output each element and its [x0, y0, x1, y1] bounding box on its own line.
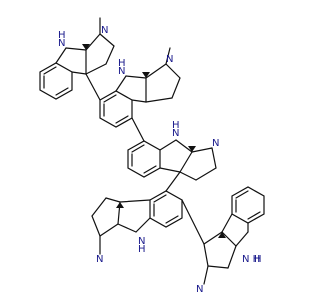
n-label-d: N: [96, 254, 103, 265]
bond: [91, 215, 101, 237]
bond: [115, 75, 127, 92]
bond: [105, 45, 115, 65]
unit-e: N H H N: [181, 186, 265, 295]
bond: [105, 197, 121, 203]
aromatic-bond: [143, 165, 157, 174]
bond: [85, 63, 107, 75]
stereo-wedge: [82, 44, 90, 50]
n-label-e: N: [196, 284, 203, 295]
structure-diagram: N H N N H N N H: [39, 17, 265, 295]
aromatic-bond: [165, 215, 179, 224]
aromatic-bond: [55, 87, 69, 96]
bond: [85, 33, 101, 51]
bond: [159, 167, 181, 173]
bond: [165, 63, 181, 79]
stereo-wedge: [142, 72, 150, 78]
aromatic-bond: [131, 144, 145, 153]
bond: [179, 151, 193, 173]
n-label-c: N: [212, 138, 219, 149]
h-label-b: H: [118, 58, 126, 69]
nh-label-d: N: [138, 236, 145, 247]
aromatic-bond: [115, 115, 129, 124]
bond: [145, 97, 173, 103]
aromatic-bond: [103, 94, 117, 103]
aromatic-bond: [247, 211, 261, 220]
bond: [91, 197, 107, 217]
nh-label-a: N: [58, 38, 65, 49]
bond: [171, 77, 181, 99]
bond: [145, 63, 167, 79]
linkage-bond: [131, 117, 145, 142]
bond: [207, 265, 229, 269]
bond: [65, 47, 87, 51]
bond: [175, 139, 193, 153]
nh-label-e: N H: [242, 254, 260, 265]
bond: [71, 71, 87, 75]
linkage-bond: [181, 199, 205, 245]
h-label-d: H: [138, 244, 146, 255]
unit-c: N H N: [127, 117, 219, 181]
bond: [221, 213, 233, 233]
linkage-bond: [165, 171, 181, 192]
benzene-ring-c: [127, 140, 161, 178]
benzene-ring-d: [149, 190, 183, 228]
bond: [191, 147, 213, 153]
benzene-ring-b: [99, 90, 133, 128]
unit-b: N H N: [85, 47, 181, 128]
bond: [99, 33, 115, 47]
bond: [211, 147, 217, 169]
h-label-e: H: [254, 254, 262, 265]
bond: [221, 231, 237, 247]
n-label-b: N: [166, 54, 173, 65]
bond: [227, 245, 237, 269]
h-label-a: H: [58, 30, 66, 41]
nh-label-b: N: [118, 66, 125, 77]
nh-label-c: N: [172, 128, 179, 139]
bond: [159, 139, 177, 151]
unit-d: N H N: [91, 171, 183, 265]
benzene-ring-e: [231, 186, 265, 224]
methyl-bond: [165, 47, 171, 65]
stereo-wedge: [188, 146, 196, 152]
aromatic-bond: [153, 194, 167, 203]
molecule-canvas: N H N N H N N H: [39, 17, 265, 295]
bond: [203, 243, 209, 267]
benzene-ring-a: [39, 62, 73, 100]
methyl-bond: [203, 265, 209, 285]
aromatic-bond: [235, 190, 249, 199]
bond: [55, 47, 67, 64]
bond: [131, 99, 147, 103]
unit-a: N H N: [39, 17, 115, 100]
bond: [195, 167, 217, 181]
bond: [125, 75, 147, 79]
bond: [117, 223, 137, 233]
bond: [179, 171, 197, 181]
bond: [99, 223, 119, 237]
stereo-wedge: [218, 232, 226, 238]
stereo-wedge: [116, 202, 124, 208]
n-label-a: N: [101, 25, 108, 36]
bond: [235, 231, 249, 247]
bond: [119, 199, 151, 203]
h-label-c: H: [172, 120, 180, 131]
aromatic-bond: [43, 66, 57, 75]
bond: [203, 231, 223, 245]
bond: [135, 217, 151, 233]
linkage-bond: [85, 73, 101, 101]
